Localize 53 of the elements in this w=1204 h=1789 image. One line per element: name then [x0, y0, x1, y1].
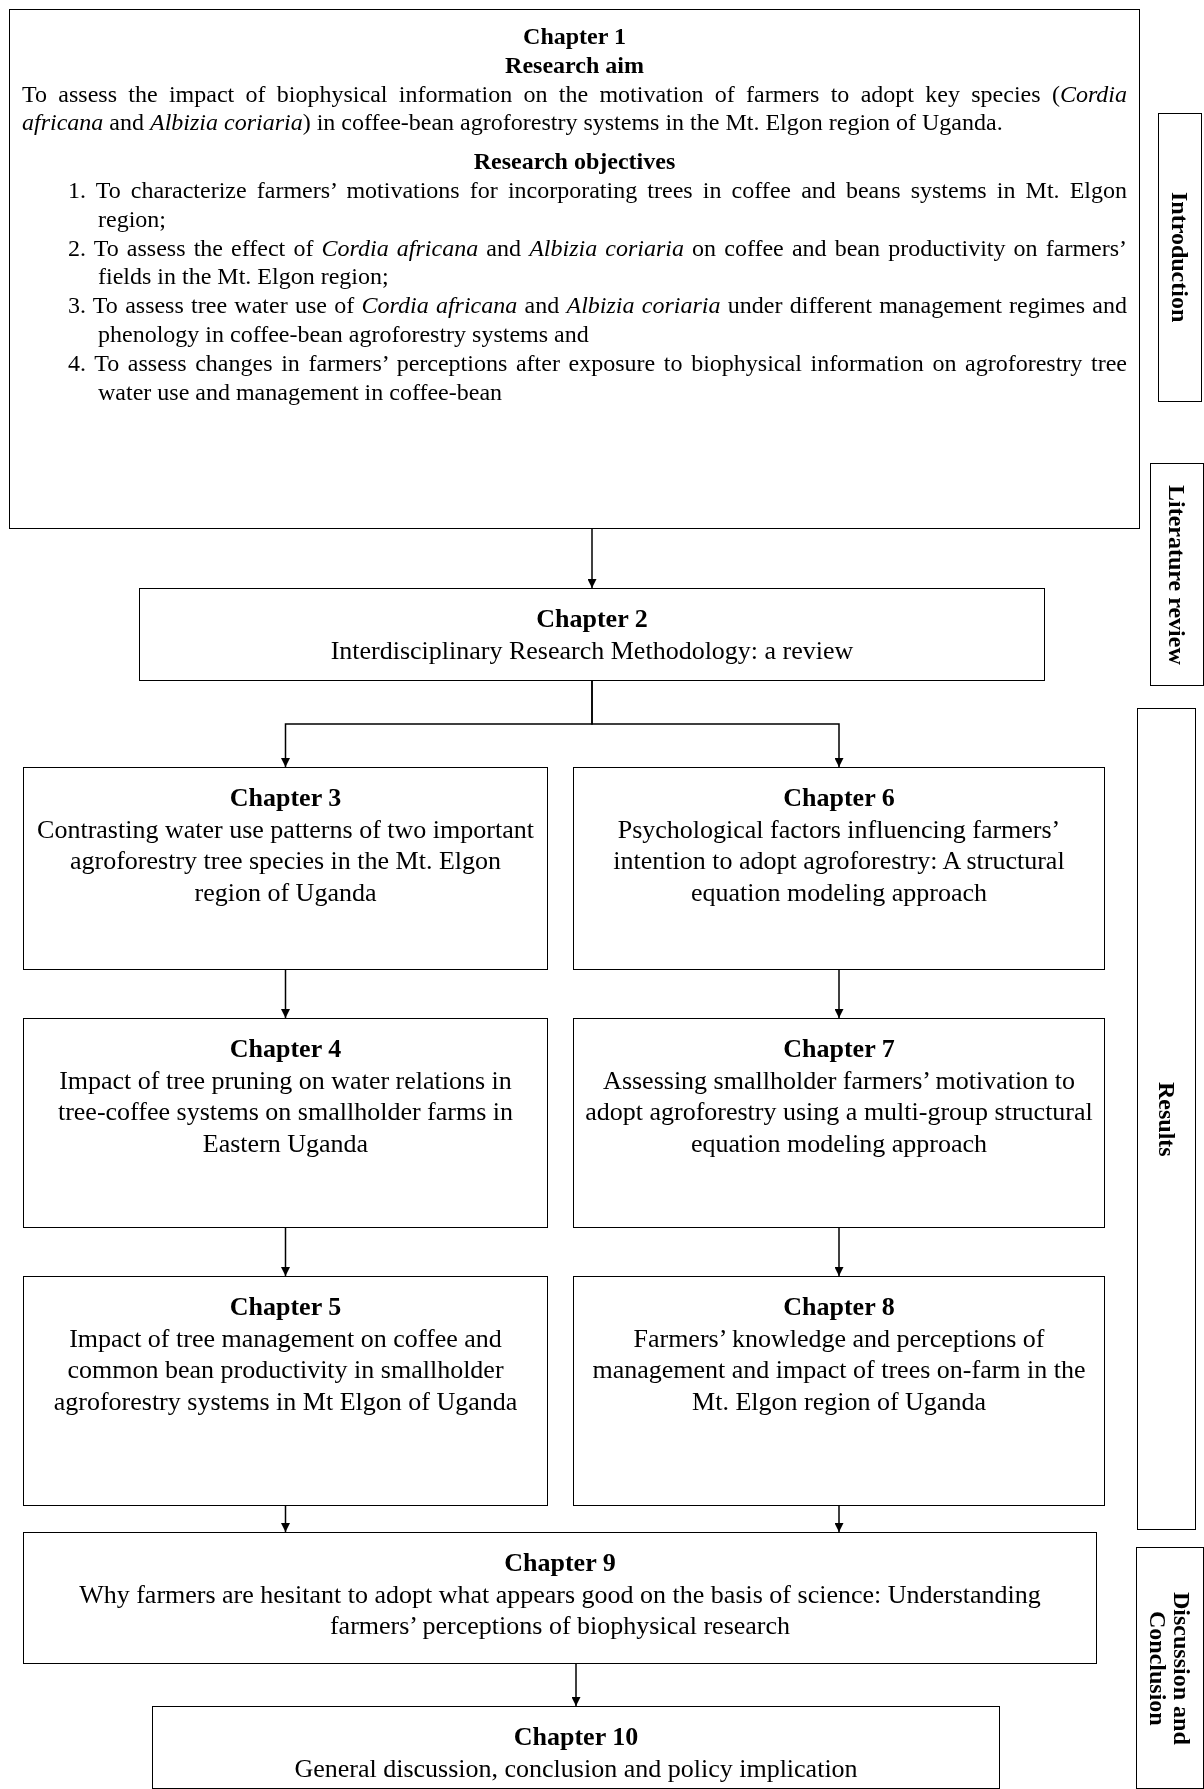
chapter-box — [139, 588, 1045, 681]
section-label-box — [1158, 113, 1202, 402]
chapter-title: Psychological factors influencing farmers’ intention to adopt agroforestry: A structural equation modeling approach — [612, 813, 1066, 909]
chapter-box — [23, 1018, 548, 1228]
section-label-box — [1136, 1547, 1204, 1789]
arrow — [281, 969, 290, 1019]
chapter-title: Impact of tree pruning on water relations in tree-coffee systems on smallholder farms in Eastern Uganda — [56, 1064, 515, 1160]
section-label: Results — [1154, 1081, 1179, 1157]
chapter-heading: Chapter 4 — [229, 1033, 342, 1065]
section-label: Discussion and Conclusion — [1146, 1590, 1194, 1747]
chapter-title: Contrasting water use patterns of two important agroforestry tree species in the Mt. Elgon region of Uganda — [36, 813, 535, 909]
arrow — [571, 1663, 581, 1707]
chapter-heading: Chapter 2 — [536, 603, 648, 635]
section-label-box — [1150, 463, 1204, 686]
chapter-box — [152, 1706, 1000, 1789]
section-label-box — [1137, 708, 1196, 1530]
chapter-box — [573, 1276, 1105, 1506]
chapter-heading: Chapter 8 — [783, 1291, 895, 1323]
chapter-title: Farmers’ knowledge and perceptions of management and impact of trees on-farm in the Mt. Elgon region of Uganda — [591, 1322, 1087, 1418]
chapter-heading: Chapter 9 — [504, 1547, 616, 1579]
chapter-title: General discussion, conclusion and policy implication — [294, 1752, 858, 1785]
heading: Research objectives — [473, 147, 676, 176]
objective-item: 3. To assess tree water use of Cordia africana and Albizia coriaria under different management regimes and phenology in coffee-bean agroforestry systems and — [67, 291, 1127, 349]
chapter-heading: Chapter 7 — [783, 1033, 895, 1065]
chapter-box — [23, 1532, 1097, 1664]
arrow — [834, 1505, 844, 1533]
chapter-box — [23, 1276, 548, 1506]
heading: Chapter 1 — [523, 22, 626, 51]
heading: Research aim — [505, 50, 644, 80]
chapter-heading: Chapter 3 — [229, 782, 342, 814]
chapter-title: Assessing smallholder farmers’ motivation to adopt agroforestry using a multi-group structural equation modeling approach — [584, 1064, 1094, 1160]
section-label: Literature review — [1165, 484, 1189, 665]
arrow — [834, 1227, 844, 1277]
arrow — [281, 1227, 290, 1277]
chapter-title: Why farmers are hesitant to adopt what appears good on the basis of science: Understanding farmers’ perceptions of biophysical research — [78, 1578, 1042, 1643]
chapter-box — [23, 767, 548, 970]
chapter-title: Impact of tree management on coffee and common bean productivity in smallholder agroforestry systems in Mt Elgon of Uganda — [52, 1322, 519, 1418]
chapter-box — [9, 9, 1140, 529]
arrow — [591, 680, 844, 768]
arrow — [587, 528, 597, 589]
aim-text: To assess the impact of biophysical information on the motivation of farmers to adopt key species (Cordia africana and Albizia coriaria) in coffee-bean agroforestry systems in the Mt. Elgon region of Uganda. — [22, 79, 1127, 138]
objective-item: 1. To characterize farmers’ motivations for incorporating trees in coffee and beans systems in Mt. Elgon region; — [67, 176, 1127, 234]
chapter-title: Interdisciplinary Research Methodology: a review — [330, 634, 854, 667]
section-label: Introduction — [1168, 192, 1192, 323]
chapter-heading: Chapter 5 — [229, 1291, 342, 1323]
objective-item: 2. To assess the effect of Cordia africana and Albizia coriaria on coffee and bean productivity on farmers’ fields in the Mt. Elgon region; — [67, 233, 1127, 292]
chapter-box — [573, 767, 1105, 970]
chapter-heading: Chapter 6 — [783, 782, 895, 814]
chapter-heading: Chapter 10 — [513, 1721, 639, 1753]
arrow — [281, 1505, 290, 1533]
arrow — [834, 969, 844, 1019]
objective-item: 4. To assess changes in farmers’ perceptions after exposure to biophysical information on agroforestry tree water use and management in coffee-bean — [67, 348, 1127, 407]
chapter-box — [573, 1018, 1105, 1228]
